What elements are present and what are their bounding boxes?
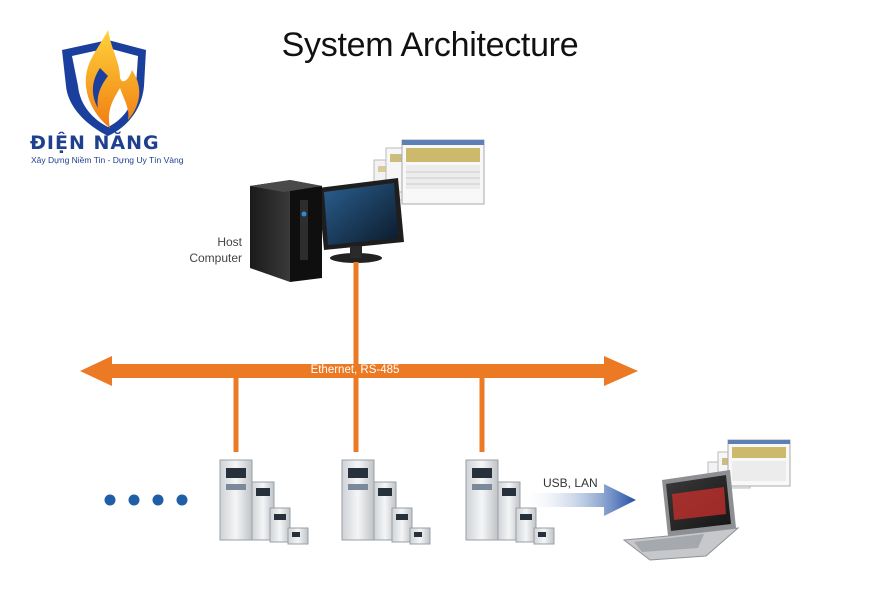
brand-name: ĐIỆN NĂNG: [30, 132, 160, 154]
host-computer-label: Host Computer: [160, 234, 242, 266]
ups-device-group-1: [219, 459, 309, 545]
dien-nang-logo: [62, 30, 146, 136]
page-title: System Architecture: [281, 26, 579, 64]
usb-lan-arrow: [520, 484, 636, 516]
more-devices-dots: [104, 494, 188, 506]
brand-slogan: Xây Dựng Niềm Tin - Dựng Uy Tín Vàng: [31, 155, 184, 165]
usb-lan-label: USB, LAN: [543, 476, 598, 490]
host-label-line-1: Host: [217, 235, 242, 249]
host-monitor: [318, 178, 404, 263]
bus-label: Ethernet, RS-485: [310, 364, 400, 376]
bus-arrow: [80, 356, 638, 386]
ups-device-group-2: [341, 459, 431, 545]
host-label-line-2: Computer: [189, 251, 242, 265]
ups-device-group-3: [465, 459, 555, 545]
laptop: [622, 470, 740, 561]
host-tower: [250, 180, 322, 282]
